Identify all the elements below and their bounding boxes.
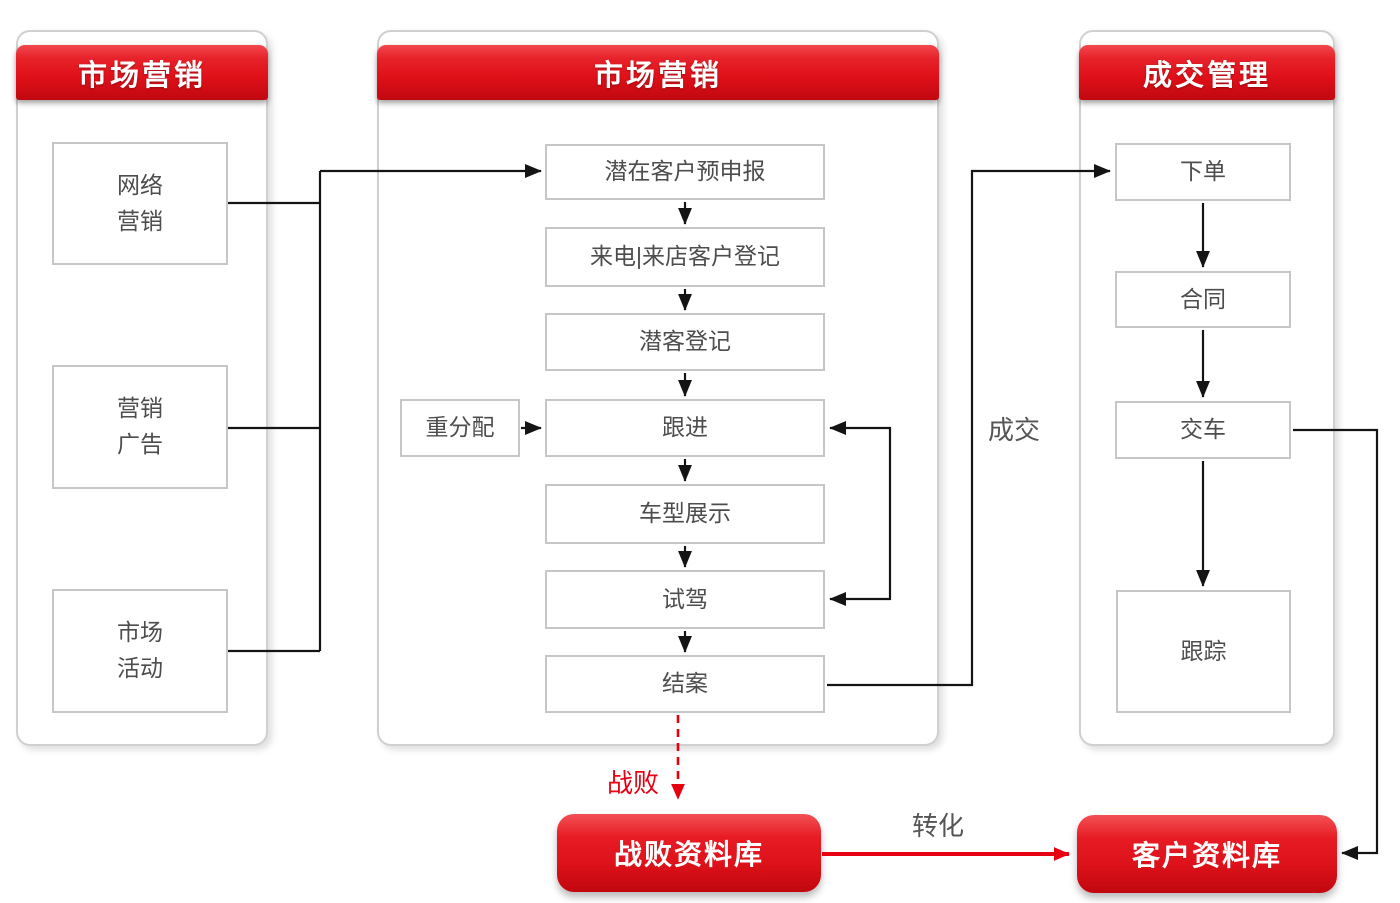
panel-marketing-process-title: 市场营销: [377, 45, 939, 100]
network-marketing-box: 网络 营销: [52, 142, 228, 265]
place-order-box: 下单: [1115, 143, 1291, 201]
deal-label: 成交: [988, 415, 1041, 445]
lead-prereport-box: 潜在客户预申报: [545, 144, 825, 200]
reassign-box: 重分配: [400, 399, 520, 457]
case-close-box: 结案: [545, 655, 825, 713]
vehicle-display-box: 车型展示: [545, 484, 825, 544]
test-drive-box: 试驾: [545, 570, 825, 629]
call-visit-register-box: 来电|来店客户登记: [545, 227, 825, 287]
panel-marketing-sources-title: 市场营销: [16, 45, 268, 100]
contract-box: 合同: [1115, 271, 1291, 328]
lost-database-box: 战败资料库: [557, 814, 821, 892]
marketing-ads-box: 营销 广告: [52, 365, 228, 489]
panel-deal-management-title: 成交管理: [1079, 45, 1335, 100]
vehicle-delivery-box: 交车: [1115, 401, 1291, 459]
conversion-label: 转化: [912, 811, 965, 841]
panel-marketing-process: 市场营销: [377, 30, 939, 746]
prospect-register-box: 潜客登记: [545, 313, 825, 371]
lost-label: 战败: [607, 768, 660, 798]
follow-up-box: 跟进: [545, 399, 825, 457]
customer-database-box: 客户资料库: [1077, 815, 1337, 893]
tracking-box: 跟踪: [1116, 590, 1291, 713]
market-activity-box: 市场 活动: [52, 589, 228, 713]
